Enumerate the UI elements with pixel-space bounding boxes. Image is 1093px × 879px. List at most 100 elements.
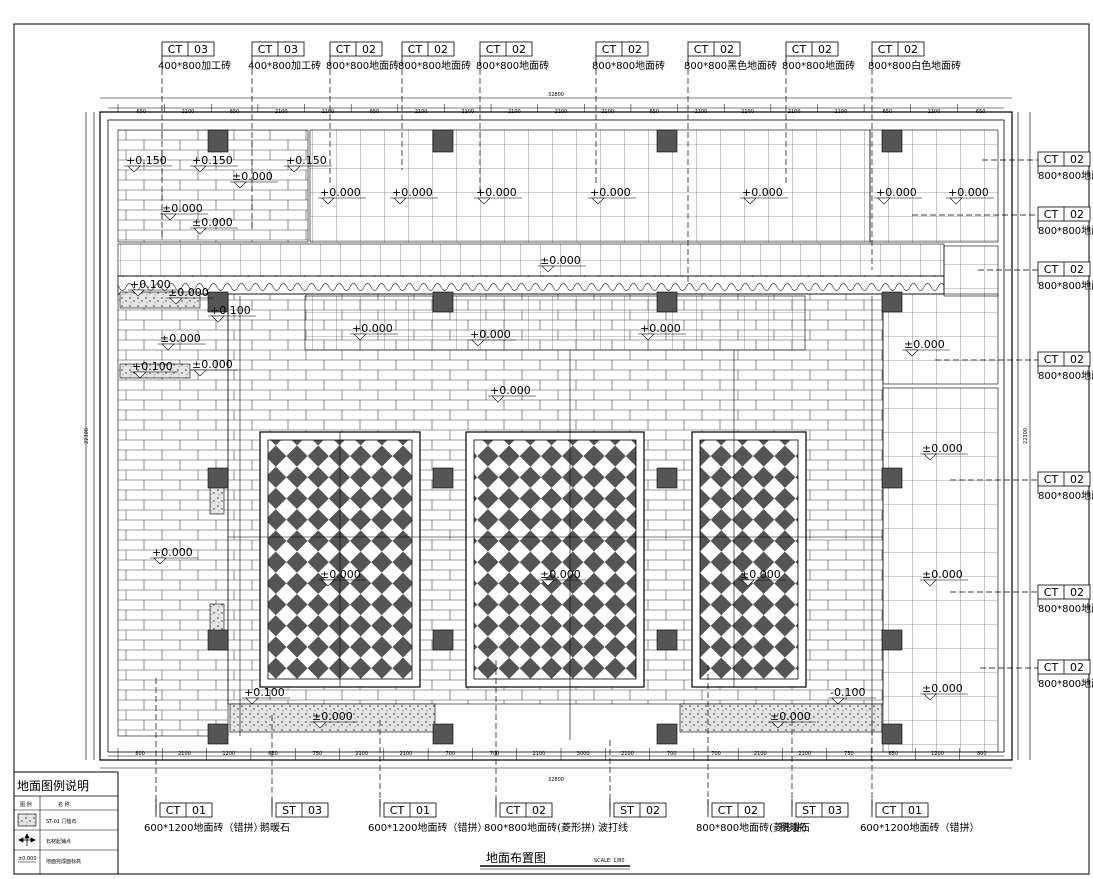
dimension-label-bottom: 1200 xyxy=(931,751,944,757)
tag-number: 02 xyxy=(1070,208,1084,221)
level-marker: +0.000 xyxy=(150,546,198,565)
tag-code: CT xyxy=(882,804,897,817)
dimension-label-top: 650 xyxy=(649,109,659,115)
tag-code: CT xyxy=(408,43,423,56)
dimension-label-bottom: 2100 xyxy=(532,751,545,757)
tag-description: 600*1200地面砖（错拼） xyxy=(368,821,488,834)
level-value: +0.100 xyxy=(130,278,171,291)
dimension-label-bottom: 2100 xyxy=(621,751,634,757)
level-marker: +0.000 xyxy=(874,186,922,205)
tag-description: 800*800地面砖 xyxy=(476,59,549,72)
dimension-label-bottom: 2100 xyxy=(178,751,191,757)
level-value: +0.000 xyxy=(352,322,393,335)
pebble-strip xyxy=(119,291,201,309)
overall-dimension-bottom: 32800 xyxy=(548,777,564,783)
level-value: ±0.000 xyxy=(540,254,581,267)
dimension-label-bottom: 1200 xyxy=(222,751,235,757)
dimension-label-bottom: 650 xyxy=(888,751,898,757)
level-marker: +0.000 xyxy=(318,186,366,205)
level-marker: ±0.000 xyxy=(310,710,358,729)
legend-pebble-swatch xyxy=(17,813,37,827)
tag-number: 02 xyxy=(1070,153,1084,166)
level-value: +0.150 xyxy=(126,154,167,167)
dimension-label-bottom: 750 xyxy=(844,751,854,757)
tag-code: ST xyxy=(802,804,816,817)
sheet-frame xyxy=(13,23,1090,875)
level-marker: ±0.000 xyxy=(190,216,238,235)
pebble-strip xyxy=(209,483,225,515)
dimension-label-top: 650 xyxy=(883,109,893,115)
level-value: +0.000 xyxy=(476,186,517,199)
level-value: ±0.000 xyxy=(168,286,209,299)
tag-number: 02 xyxy=(1070,263,1084,276)
dimension-label-bottom: 3000 xyxy=(577,751,590,757)
pebble-strip xyxy=(679,703,883,733)
level-value: ±0.000 xyxy=(740,568,781,581)
level-value: +0.000 xyxy=(948,186,989,199)
level-value: +0.000 xyxy=(876,186,917,199)
tag-number: 02 xyxy=(904,43,918,56)
legend xyxy=(13,771,119,875)
tag-number: 03 xyxy=(308,804,322,817)
level-value: +0.000 xyxy=(742,186,783,199)
level-marker: ±0.000 xyxy=(318,568,366,587)
tag-description: 800*800地面砖 xyxy=(1038,489,1093,502)
level-marker: +0.000 xyxy=(588,186,636,205)
level-marker: +0.000 xyxy=(740,186,788,205)
tag-number: 01 xyxy=(416,804,430,817)
level-marker: ±0.000 xyxy=(920,682,968,701)
level-marker: ±0.000 xyxy=(768,710,816,729)
tag-description: 800*800地面砖(菱形拼) xyxy=(696,821,807,834)
level-marker: +0.100 xyxy=(130,360,178,379)
drawing-scale: SCALE: 1/80 xyxy=(594,858,625,864)
overall-dimension-right: 22300 xyxy=(1023,428,1029,444)
tag-code: CT xyxy=(258,43,273,56)
tag-description: 800*800地面砖 xyxy=(592,59,665,72)
level-marker: ±0.000 xyxy=(920,568,968,587)
tag-description: 800*800地面砖 xyxy=(1038,279,1093,292)
level-value: ±0.000 xyxy=(160,332,201,345)
tag-number: 03 xyxy=(284,43,298,56)
legend-row-name: ST-01 门槛石 xyxy=(46,818,77,825)
tag-code: CT xyxy=(390,804,405,817)
level-marker: +0.150 xyxy=(284,154,332,173)
tag-code: CT xyxy=(506,804,521,817)
drawing-title: 地面布置图 xyxy=(486,851,546,865)
pebble-strip xyxy=(209,603,225,635)
tag-number: 02 xyxy=(646,804,660,817)
level-marker: +0.000 xyxy=(390,186,438,205)
tag-number: 01 xyxy=(908,804,922,817)
dimension-label-top: 650 xyxy=(370,109,380,115)
dimension-label-top: 2100 xyxy=(788,109,801,115)
level-marker: ±0.000 xyxy=(902,338,950,357)
tag-description: 800*800地面砖 xyxy=(398,59,471,72)
level-marker: +0.000 xyxy=(350,322,398,341)
level-marker: ±0.000 xyxy=(190,358,238,377)
tag-description: 800*800地面砖 xyxy=(326,59,399,72)
tag-code: CT xyxy=(792,43,807,56)
level-value: +0.000 xyxy=(470,328,511,341)
tag-code: CT xyxy=(878,43,893,56)
dimension-label-top: 2100 xyxy=(508,109,521,115)
dimension-label-bottom: 2100 xyxy=(355,751,368,757)
level-value: ±0.000 xyxy=(904,338,945,351)
outer-wall xyxy=(99,111,1013,761)
area-right-corridor-end xyxy=(943,245,999,297)
tag-code: CT xyxy=(694,43,709,56)
tag-code: ST xyxy=(620,804,634,817)
area-corridor-band xyxy=(117,243,945,277)
area-wave-border xyxy=(117,275,945,295)
tag-number: 02 xyxy=(434,43,448,56)
level-marker: +0.000 xyxy=(946,186,994,205)
